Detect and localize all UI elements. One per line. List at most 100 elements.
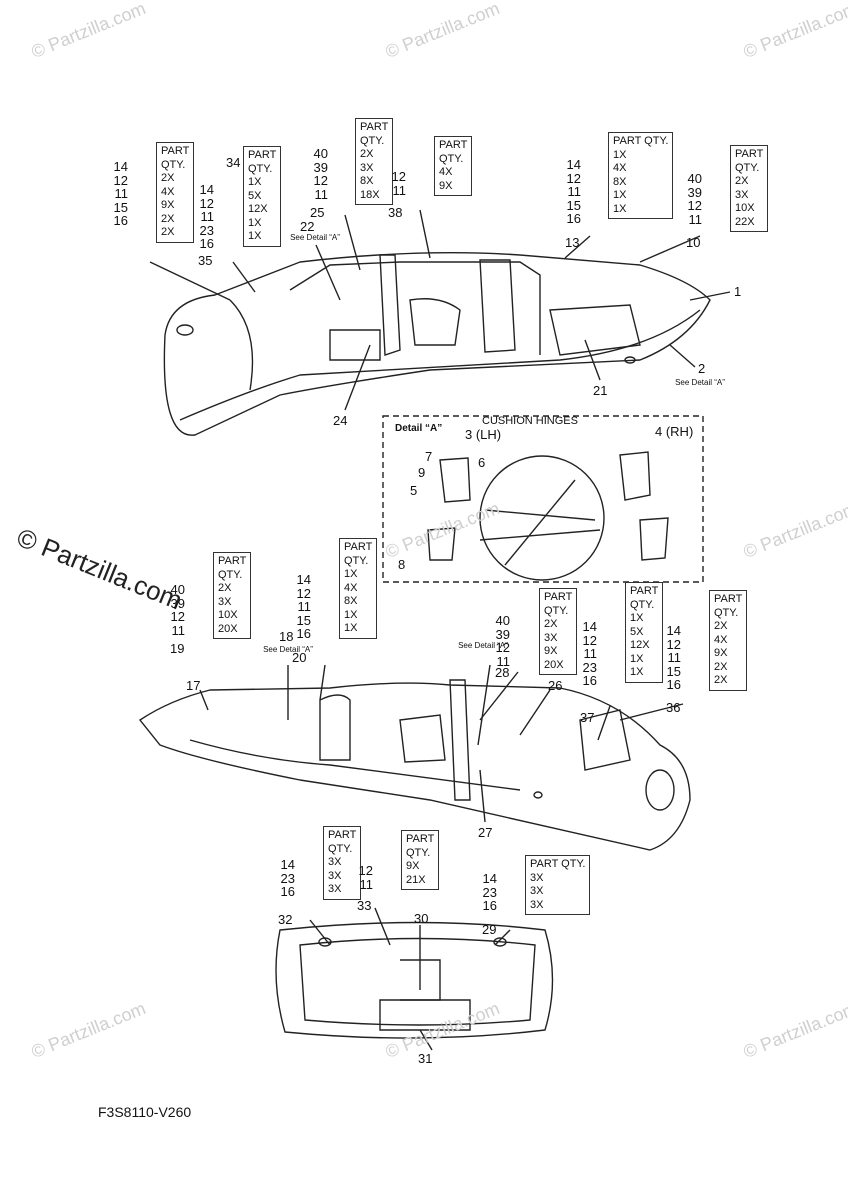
part-number: 16 xyxy=(566,211,581,226)
callout-20: 20 xyxy=(292,650,307,665)
callout-30: 30 xyxy=(414,911,429,926)
see-detail-note: See Detail “A” xyxy=(458,641,508,650)
qty-value: 9X xyxy=(544,645,558,657)
callout-13: 13 xyxy=(565,235,580,250)
qty-value: 3X xyxy=(544,631,558,644)
part-number: 12 xyxy=(566,170,581,186)
callout-rh: 4 (RH) xyxy=(655,424,694,439)
callout-32: 32 xyxy=(278,912,293,927)
detail-title: CUSHION HINGES xyxy=(482,415,578,427)
part-number: 16 xyxy=(582,673,597,688)
qty-table-header: QTY. xyxy=(328,842,353,855)
qty-table-header: PART xyxy=(344,541,373,553)
qty-value: 3X xyxy=(530,898,544,911)
part-number: 14 xyxy=(566,157,581,172)
qty-table-header: QTY. xyxy=(161,158,186,171)
qty-table-header: QTY. xyxy=(544,604,569,617)
see-detail-note: See Detail “A” xyxy=(263,645,313,654)
cushion-outline xyxy=(275,921,554,1039)
part-number: 14 xyxy=(582,619,597,634)
qty-value: 4X xyxy=(613,162,627,174)
part-number: 14 xyxy=(666,623,681,638)
qty-table-header: PART xyxy=(714,593,743,605)
qty-table-header: PART QTY. xyxy=(530,858,586,870)
qty-table-header: PART xyxy=(544,591,573,603)
qty-value: 1X xyxy=(613,202,627,215)
callout-5: 5 xyxy=(410,483,418,498)
part-number: 16 xyxy=(482,898,497,913)
qty-table-header: PART xyxy=(406,833,435,845)
part-number: 39 xyxy=(170,595,185,611)
part-number: 11 xyxy=(496,653,511,669)
qty-value: 12X xyxy=(630,639,650,651)
qty-table-header: PART xyxy=(218,555,247,567)
callout-29: 29 xyxy=(482,922,497,937)
qty-table-header: PART xyxy=(328,829,357,841)
part-number: 39 xyxy=(687,184,702,200)
qty-table-header: QTY. xyxy=(406,846,431,859)
qty-value: 3X xyxy=(328,869,342,882)
qty-value: 4X xyxy=(161,185,175,198)
part-number: 16 xyxy=(666,677,681,692)
part-number: 40 xyxy=(313,146,328,161)
callout-33: 33 xyxy=(357,898,372,913)
qty-value: 8X xyxy=(360,175,374,187)
callout-7: 7 xyxy=(425,449,433,464)
part-number: 12 xyxy=(113,172,128,188)
part-number: 11 xyxy=(200,209,215,224)
callout-24: 24 xyxy=(333,413,348,428)
qty-value: 2X xyxy=(544,618,558,630)
qty-value: 2X xyxy=(161,172,175,184)
detail-heading: Detail “A” xyxy=(395,423,443,434)
qty-value: 2X xyxy=(735,175,749,187)
qty-value: 4X xyxy=(344,581,358,594)
qty-value: 3X xyxy=(530,885,544,897)
qty-value: 9X xyxy=(161,199,175,211)
callout-28: 28 xyxy=(495,665,510,680)
qty-table-header: PART xyxy=(161,145,190,157)
part-number: 11 xyxy=(359,876,374,892)
part-number: 15 xyxy=(296,612,311,628)
callout-36: 36 xyxy=(666,700,681,715)
qty-value: 18X xyxy=(360,188,380,201)
qty-value: 2X xyxy=(360,148,374,160)
see-detail-note: See Detail “A” xyxy=(290,233,340,242)
callout-1: 1 xyxy=(734,284,742,299)
callout-6: 6 xyxy=(478,455,486,470)
callout-34: 34 xyxy=(226,155,241,170)
hull-bottom-outline xyxy=(138,682,691,851)
qty-table-header: PART QTY. xyxy=(613,135,669,147)
qty-value: 2X xyxy=(714,674,728,686)
part-number: 11 xyxy=(314,186,329,202)
qty-value: 20X xyxy=(544,658,564,671)
qty-table-header: QTY. xyxy=(248,162,273,175)
qty-value: 8X xyxy=(613,175,627,188)
part-number: 15 xyxy=(113,199,128,215)
qty-table-header: QTY. xyxy=(630,598,655,611)
part-number: 40 xyxy=(687,171,702,186)
qty-value: 10X xyxy=(735,202,755,214)
callout-19: 19 xyxy=(170,641,185,656)
qty-table-header: QTY. xyxy=(360,134,385,147)
part-number: 12 xyxy=(666,636,681,652)
hull-top-outline xyxy=(163,251,711,436)
part-number: 16 xyxy=(296,626,311,641)
part-number: 23 xyxy=(199,222,214,238)
part-number: 12 xyxy=(495,640,510,655)
qty-value: 3X xyxy=(735,188,749,201)
qty-table-header: QTY. xyxy=(344,554,369,567)
